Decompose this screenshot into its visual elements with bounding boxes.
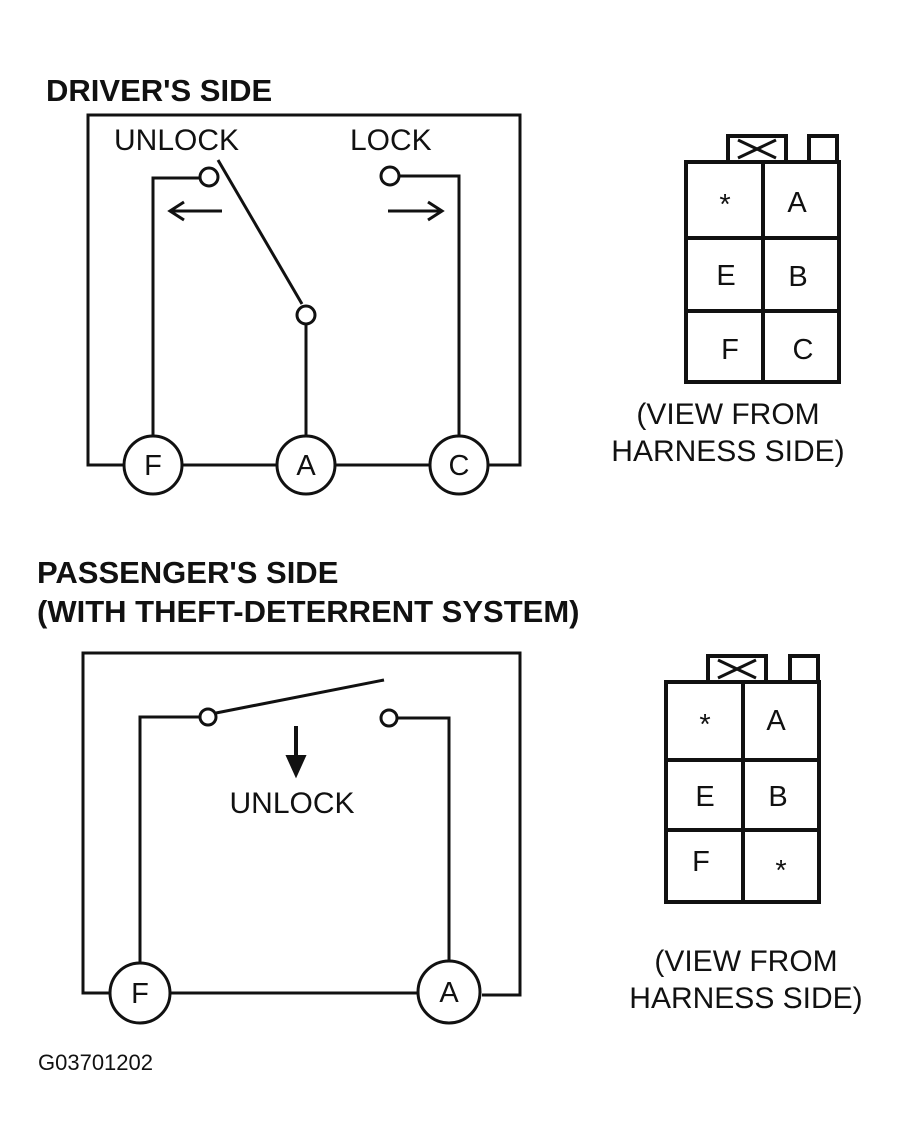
driver-unlock-wire bbox=[151, 176, 200, 436]
driver-lock-label: LOCK bbox=[350, 124, 432, 157]
svg-text:C: C bbox=[449, 450, 470, 482]
driver-cell-5: F bbox=[721, 334, 739, 366]
passenger-cell-2: A bbox=[766, 705, 786, 737]
driver-terminal-a: A bbox=[275, 434, 337, 496]
driver-view-line1: (VIEW FROM bbox=[636, 398, 819, 431]
driver-switch-arm bbox=[216, 159, 304, 305]
passenger-right-contact bbox=[379, 708, 399, 728]
driver-unlock-contact bbox=[198, 166, 220, 188]
driver-cell-2: A bbox=[787, 187, 807, 219]
passenger-unlock-arrow bbox=[285, 726, 307, 779]
svg-text:F: F bbox=[144, 450, 162, 482]
passenger-unlock-label: UNLOCK bbox=[229, 787, 354, 820]
driver-unlock-label: UNLOCK bbox=[114, 124, 239, 157]
passenger-right-wire bbox=[398, 716, 451, 962]
driver-cell-6: C bbox=[793, 334, 814, 366]
passenger-connector: * A E B F * (VIEW FROM HARNESS SIDE) bbox=[629, 654, 863, 1015]
driver-lock-contact bbox=[379, 165, 401, 187]
passenger-cell-4: B bbox=[768, 781, 787, 813]
figure-code: G03701202 bbox=[38, 1050, 153, 1075]
driver-cell-1: * bbox=[719, 189, 730, 221]
passenger-switch-arm bbox=[215, 678, 385, 715]
svg-text:F: F bbox=[131, 978, 149, 1010]
driver-view-line2: HARNESS SIDE) bbox=[611, 435, 844, 468]
passenger-left-wire bbox=[138, 715, 200, 963]
driver-terminal-f: F bbox=[122, 434, 184, 496]
connector-key-icon bbox=[807, 134, 839, 164]
driver-cell-4: B bbox=[788, 261, 807, 293]
passenger-cell-6: * bbox=[775, 855, 786, 887]
driver-switch-pivot bbox=[295, 304, 317, 326]
passenger-terminal-f: F bbox=[108, 961, 172, 1025]
driver-lock-arrow bbox=[388, 200, 445, 222]
driver-terminal-c: C bbox=[428, 434, 490, 496]
passenger-cell-5: F bbox=[692, 846, 710, 878]
passenger-terminal-a: A bbox=[416, 959, 482, 1025]
driver-cell-3: E bbox=[716, 260, 735, 292]
passenger-view-line1: (VIEW FROM bbox=[654, 945, 837, 978]
driver-side-heading: DRIVER'S SIDE bbox=[46, 73, 272, 108]
passenger-outer-wire bbox=[81, 651, 522, 997]
driver-outer-wire bbox=[86, 113, 522, 467]
passenger-left-contact bbox=[198, 707, 218, 727]
driver-lock-wire bbox=[400, 174, 461, 436]
passenger-view-line2: HARNESS SIDE) bbox=[629, 982, 862, 1015]
svg-text:A: A bbox=[439, 977, 459, 1009]
driver-side-section: DRIVER'S SIDE UNLOCK LOCK bbox=[46, 73, 522, 496]
passenger-cell-3: E bbox=[695, 781, 714, 813]
passenger-side-heading: PASSENGER'S SIDE bbox=[37, 555, 338, 590]
passenger-side-subheading: (WITH THEFT-DETERRENT SYSTEM) bbox=[37, 594, 579, 629]
driver-connector: * A E B F C (VIEW FROM HARNESS SIDE) bbox=[611, 134, 845, 468]
driver-unlock-arrow bbox=[167, 200, 222, 222]
connector-key-icon bbox=[788, 654, 820, 684]
passenger-side-section: PASSENGER'S SIDE (WITH THEFT-DETERRENT S… bbox=[37, 555, 579, 1025]
svg-text:A: A bbox=[296, 450, 316, 482]
passenger-cell-1: * bbox=[699, 709, 710, 741]
